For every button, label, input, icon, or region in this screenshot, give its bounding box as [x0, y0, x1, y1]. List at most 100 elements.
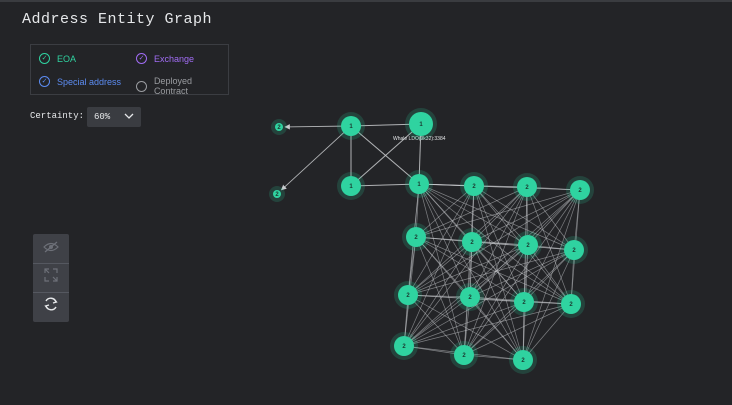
graph-edge	[463, 189, 581, 356]
graph-edge	[522, 189, 581, 361]
node-circle	[275, 123, 283, 131]
certainty-select[interactable]: 60%	[87, 107, 141, 127]
graph-node[interactable]: 2	[450, 341, 478, 369]
graph-node[interactable]: 2	[557, 290, 585, 318]
node-label: 2	[277, 125, 281, 131]
legend-item-special-address[interactable]: ✓ Special address	[39, 76, 121, 87]
hide-button[interactable]	[33, 234, 69, 264]
graph-node[interactable]: 2	[513, 173, 541, 201]
graph-node[interactable]: 2	[566, 176, 594, 204]
node-label: 1	[349, 184, 353, 190]
node-label: 2	[525, 185, 529, 191]
graph-edge	[471, 241, 572, 305]
legend-label: EOA	[57, 53, 77, 64]
node-label: 2	[406, 293, 410, 299]
node-circle	[462, 232, 482, 252]
graph-edge	[407, 185, 475, 296]
graph-node[interactable]: 2	[456, 283, 484, 311]
graph-edge	[415, 189, 581, 238]
node-circle	[406, 227, 426, 247]
graph-node[interactable]: 2	[510, 288, 538, 316]
expand-icon	[43, 267, 59, 288]
graph-edge	[407, 244, 529, 296]
node-circle	[398, 285, 418, 305]
graph-node[interactable]: 1	[405, 108, 437, 140]
top-border	[0, 0, 732, 2]
node-label: 2	[468, 295, 472, 301]
graph-edge	[527, 189, 581, 246]
edge-label: Whale LDO(9k32):3384	[393, 136, 446, 142]
graph-edge	[350, 125, 420, 185]
legend-label: Exchange	[154, 53, 195, 64]
node-circle	[517, 177, 537, 197]
chevron-down-icon	[124, 112, 134, 122]
graph-node[interactable]: 2	[509, 346, 537, 374]
graph-edge	[523, 189, 581, 303]
graph-node[interactable]: 2	[390, 332, 418, 360]
node-circle	[514, 292, 534, 312]
node-circle	[561, 294, 581, 314]
graph-edge	[527, 244, 572, 305]
node-label: 2	[402, 344, 406, 350]
graph-edge	[523, 249, 575, 303]
node-circle	[564, 240, 584, 260]
graph-node[interactable]: 2	[394, 281, 422, 309]
graph-edge	[403, 189, 581, 347]
node-circle	[570, 180, 590, 200]
fit-view-button[interactable]	[33, 263, 69, 293]
empty-circle-icon	[136, 80, 147, 92]
graph-edge	[403, 241, 473, 347]
graph-node[interactable]: 2	[460, 172, 488, 200]
node-label: 2	[569, 302, 573, 308]
check-circle-icon: ✓	[136, 53, 147, 64]
graph-node[interactable]: 2	[514, 231, 542, 259]
node-label: 2	[470, 240, 474, 246]
graph-edge	[403, 303, 572, 347]
legend-label: Deployed Contract	[153, 76, 192, 96]
graph-edge	[418, 183, 471, 298]
graph-edge	[526, 186, 572, 305]
node-circle	[341, 116, 361, 136]
graph-node[interactable]: 2	[269, 186, 285, 202]
graph-edge	[415, 236, 572, 305]
graph-edge	[350, 123, 422, 187]
graph-edge	[522, 249, 575, 361]
node-label: 2	[275, 192, 279, 198]
graph-node[interactable]: 1	[337, 172, 365, 200]
graph-edge	[469, 296, 524, 361]
node-label: 2	[572, 248, 576, 254]
graph-node[interactable]: 1	[405, 170, 433, 198]
graph-edge	[471, 189, 581, 243]
graph-edge	[284, 124, 352, 130]
check-circle-icon: ✓	[39, 76, 50, 87]
graph-node[interactable]: 2	[402, 223, 430, 251]
node-circle	[464, 176, 484, 196]
graph-node[interactable]: 2	[271, 119, 287, 135]
graph-edge	[418, 183, 575, 251]
refresh-button[interactable]	[33, 292, 69, 321]
legend: ✓ EOA ✓ Exchange ✓ Special address Deplo…	[30, 44, 229, 96]
legend-item-deployed-contract[interactable]: Deployed Contract	[136, 76, 228, 96]
graph-edge	[403, 301, 525, 347]
graph-edge	[403, 185, 475, 347]
refresh-icon	[43, 296, 59, 317]
graph-edge	[473, 185, 529, 246]
graph-edge	[463, 301, 525, 356]
node-circle	[513, 350, 533, 370]
graph-edge	[281, 125, 352, 191]
graph-edge	[473, 185, 575, 251]
node-label: 2	[522, 300, 526, 306]
graph-node[interactable]: 1	[337, 112, 365, 140]
node-label: 2	[462, 353, 466, 359]
graph-toolbar	[33, 234, 69, 322]
graph-node[interactable]: 2	[458, 228, 486, 256]
graph-node[interactable]: 2	[560, 236, 588, 264]
legend-item-eoa[interactable]: ✓ EOA	[39, 53, 76, 64]
node-label: 1	[419, 122, 423, 128]
graph-edge	[403, 296, 471, 347]
node-circle	[460, 287, 480, 307]
eye-slash-icon	[43, 240, 59, 258]
legend-item-exchange[interactable]: ✓ Exchange	[136, 53, 194, 64]
check-circle-icon: ✓	[39, 53, 50, 64]
